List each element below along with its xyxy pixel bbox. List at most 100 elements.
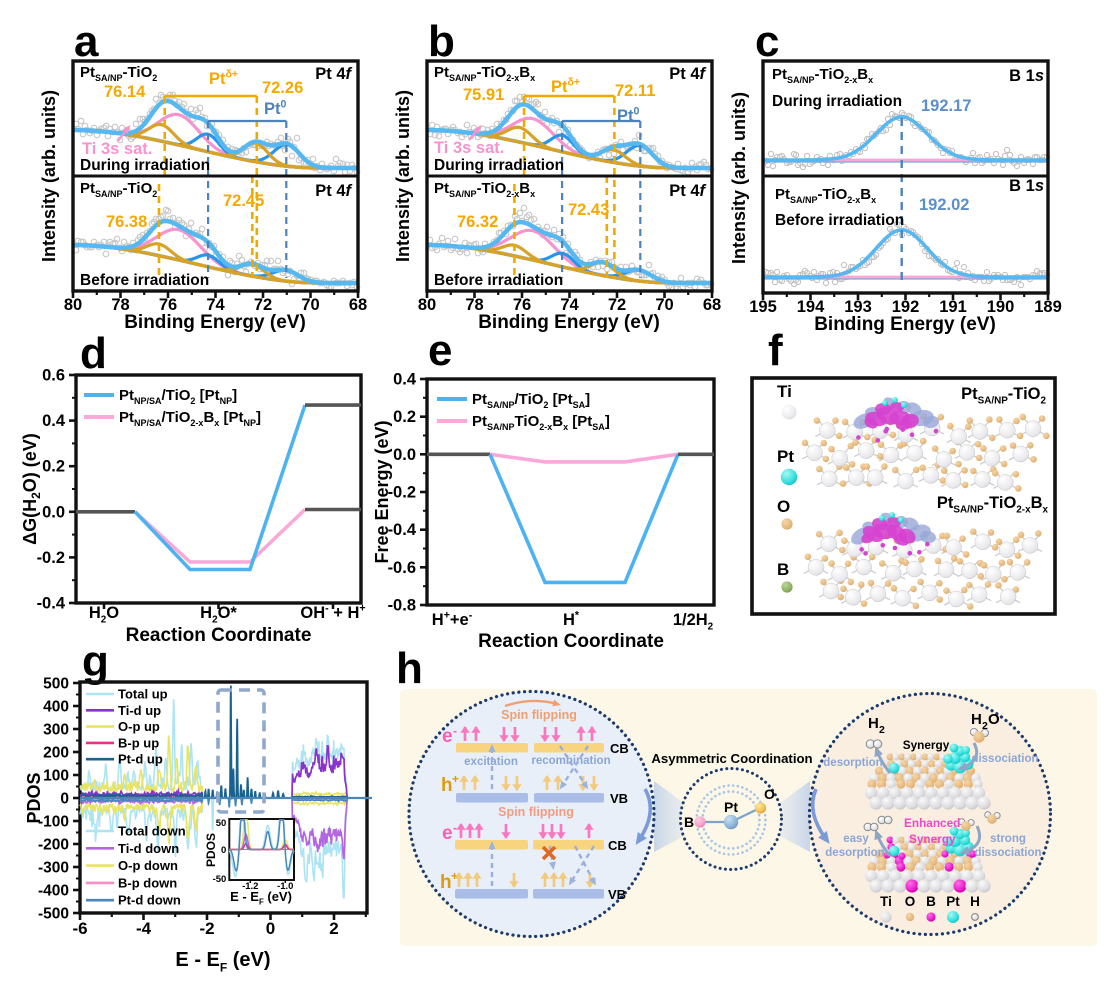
svg-text:Pt 4f: Pt 4f <box>315 65 352 83</box>
svg-text:Pt 4f: Pt 4f <box>315 182 352 200</box>
svg-text:Binding Energy (eV): Binding Energy (eV) <box>814 314 996 335</box>
svg-text:0.2: 0.2 <box>42 458 65 476</box>
svg-text:CB: CB <box>608 838 627 853</box>
svg-text:H*: H* <box>563 610 580 629</box>
svg-text:Synergy: Synergy <box>909 832 956 846</box>
svg-text:B: B <box>926 894 936 909</box>
svg-text:Ti 3s sat.: Ti 3s sat. <box>434 139 504 157</box>
svg-text:Ti: Ti <box>880 894 892 909</box>
svg-text:Reaction Coordinate: Reaction Coordinate <box>478 631 664 652</box>
svg-text:VB: VB <box>608 887 626 902</box>
svg-text:E - EF (eV): E - EF (eV) <box>175 949 270 975</box>
svg-text:Pt 4f: Pt 4f <box>669 65 706 83</box>
svg-text:-1.2: -1.2 <box>242 881 258 892</box>
svg-text:-: - <box>453 724 457 738</box>
svg-text:74: 74 <box>206 296 225 314</box>
svg-text:B-p up: B-p up <box>118 735 159 750</box>
svg-text:191: 191 <box>939 298 967 316</box>
svg-text:-0.4: -0.4 <box>37 595 66 613</box>
svg-text:strong: strong <box>990 833 1026 845</box>
svg-text:+: + <box>451 869 458 883</box>
svg-text:-50: -50 <box>213 874 227 885</box>
svg-text:Intensity (arb. units): Intensity (arb. units) <box>39 90 59 262</box>
svg-text:Intensity (arb. units): Intensity (arb. units) <box>393 90 413 262</box>
svg-text:Ti-d up: Ti-d up <box>118 703 161 718</box>
svg-text:dissociation: dissociation <box>971 753 1038 765</box>
svg-text:PtSA/NP-TiO2-xBx: PtSA/NP-TiO2-xBx <box>434 180 535 199</box>
svg-text:During irradiation: During irradiation <box>80 157 210 174</box>
svg-text:50: 50 <box>216 818 227 829</box>
svg-text:192.17: 192.17 <box>921 97 971 115</box>
svg-text:B 1s: B 1s <box>1009 67 1044 85</box>
svg-text:0: 0 <box>266 919 275 938</box>
svg-text:VB: VB <box>610 791 628 806</box>
svg-text:PtSA/NP-TiO2-xBx: PtSA/NP-TiO2-xBx <box>937 494 1049 516</box>
svg-text:0.4: 0.4 <box>393 371 417 389</box>
svg-text:300: 300 <box>43 722 69 739</box>
svg-text:193: 193 <box>844 298 872 316</box>
svg-text:O: O <box>777 497 790 516</box>
svg-text:76.38: 76.38 <box>106 213 147 231</box>
svg-text:PtSA/NP-TiO2: PtSA/NP-TiO2 <box>961 385 1046 407</box>
svg-text:H: H <box>971 711 982 728</box>
svg-text:76.32: 76.32 <box>457 213 498 231</box>
svg-text:-300: -300 <box>38 860 69 877</box>
svg-text:190: 190 <box>987 298 1015 316</box>
svg-text:PtSA/NPTiO2-xBx [PtSA]: PtSA/NPTiO2-xBx [PtSA] <box>472 413 610 432</box>
svg-text:+: + <box>452 772 459 786</box>
svg-text:ΔG(H2O) (eV): ΔG(H2O) (eV) <box>20 433 43 545</box>
svg-text:desorption: desorption <box>825 847 884 859</box>
svg-text:Asymmetric Coordination: Asymmetric Coordination <box>651 751 812 766</box>
svg-text:PtSA/NP/TiO2 [PtSA]: PtSA/NP/TiO2 [PtSA] <box>472 391 590 410</box>
svg-text:O: O <box>988 711 1000 728</box>
svg-text:0.6: 0.6 <box>42 367 65 385</box>
svg-text:-0.8: -0.8 <box>388 597 416 615</box>
svg-text:76: 76 <box>513 296 531 314</box>
svg-text:During irradiation: During irradiation <box>772 93 902 110</box>
svg-text:During irradiation: During irradiation <box>434 157 564 174</box>
svg-text:Enhanced: Enhanced <box>904 816 960 830</box>
svg-text:-100: -100 <box>38 814 69 831</box>
svg-text:2: 2 <box>982 720 988 732</box>
svg-text:189: 189 <box>1034 298 1062 316</box>
svg-text:O: O <box>764 786 775 802</box>
svg-text:Free Energy (eV): Free Energy (eV) <box>372 420 392 563</box>
svg-text:PtNP/SA/TiO2 [PtNP]: PtNP/SA/TiO2 [PtNP] <box>119 387 237 406</box>
svg-text:-500: -500 <box>38 906 69 923</box>
svg-text:78: 78 <box>465 296 483 314</box>
svg-text:Pt: Pt <box>777 447 794 466</box>
svg-text:Pt0: Pt0 <box>264 99 287 118</box>
svg-text:Ptδ+: Ptδ+ <box>551 77 580 96</box>
svg-text:72.26: 72.26 <box>262 79 303 97</box>
svg-text:2: 2 <box>329 919 338 938</box>
svg-text:e: e <box>442 823 453 844</box>
svg-text:Spin flipping: Spin flipping <box>498 805 574 819</box>
svg-text:-4: -4 <box>136 919 152 938</box>
svg-text:75.91: 75.91 <box>463 86 504 104</box>
svg-text:d: d <box>80 329 107 378</box>
svg-text:0.4: 0.4 <box>42 412 66 430</box>
svg-text:O-p down: O-p down <box>118 858 178 873</box>
svg-text:h: h <box>396 644 423 693</box>
svg-text:Before irradiation: Before irradiation <box>80 272 209 289</box>
svg-text:Binding Energy (eV): Binding Energy (eV) <box>478 312 660 333</box>
svg-text:Before irradiation: Before irradiation <box>434 272 563 289</box>
svg-text:H2O*: H2O* <box>200 604 237 626</box>
svg-text:1/2H2: 1/2H2 <box>673 611 714 633</box>
svg-text:0.0: 0.0 <box>393 446 416 464</box>
svg-text:Pt-d up: Pt-d up <box>118 752 163 767</box>
svg-text:0.0: 0.0 <box>42 503 65 521</box>
svg-text:76: 76 <box>159 296 177 314</box>
svg-text:H: H <box>970 894 980 909</box>
svg-text:PDOS: PDOS <box>204 833 218 867</box>
svg-text:O: O <box>905 894 916 909</box>
svg-text:192: 192 <box>892 298 920 316</box>
svg-text:-2: -2 <box>199 919 214 938</box>
svg-text:500: 500 <box>43 676 69 693</box>
svg-text:194: 194 <box>797 298 825 316</box>
svg-text:Pt0: Pt0 <box>617 106 640 125</box>
svg-text:CB: CB <box>610 741 629 756</box>
svg-text:Pt 4f: Pt 4f <box>669 182 706 200</box>
svg-text:-0.2: -0.2 <box>388 484 416 502</box>
svg-text:Total down: Total down <box>118 824 186 839</box>
